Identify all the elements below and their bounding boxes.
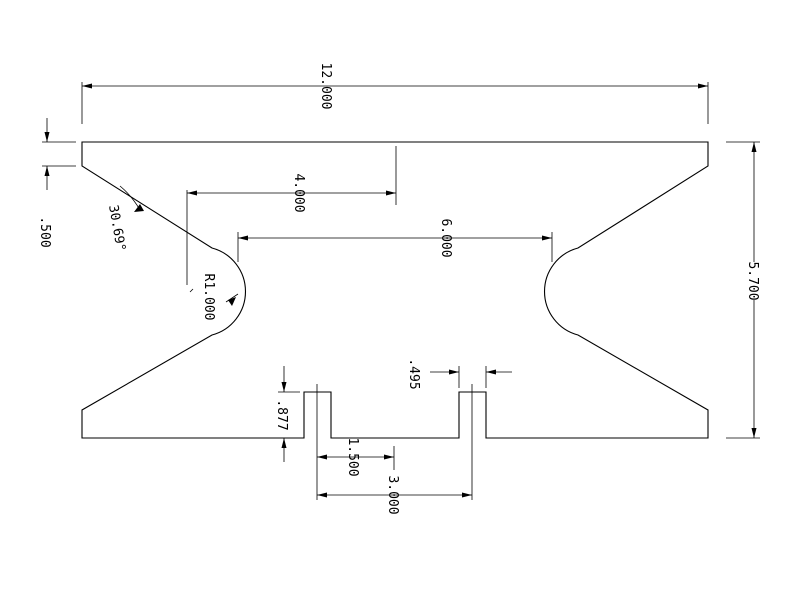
dimension-text-slot-width: .495 [406,358,421,389]
dimension-notch-offset: 4.000 [186,146,397,285]
dimension-top-flat: 6.000 [237,218,553,262]
dimension-text-angle: 30.69° [105,204,128,253]
dimension-slot-span: 3.000 [317,384,473,515]
dimension-text-notch-offset: 4.000 [291,173,306,212]
dimension-text-slot-pitch: 1.500 [345,437,360,476]
dimension-text-top-thickness: .500 [37,216,52,247]
dimension-slot-width: .495 [406,358,512,390]
dimension-text-slot-height: .877 [274,399,289,430]
dimension-top-thickness: .500 [37,118,76,248]
dimension-slot-pitch: 1.500 [316,384,395,500]
dimension-text-top-flat: 6.000 [438,218,453,257]
dimension-text-overall-height: 5.700 [745,261,760,300]
part-outline [81,141,709,439]
dimension-fillet-radius: R1.000 [189,274,239,321]
dimension-text-overall-width: 12.000 [318,63,333,110]
dimension-overall-height: 5.700 [726,141,760,439]
dimension-text-fillet-radius: R1.000 [201,274,216,321]
dimension-text-slot-span: 3.000 [385,475,400,514]
dimension-angle: 30.69° [105,185,144,253]
dimension-overall-width: 12.000 [81,63,709,124]
dimension-slot-height: .877 [274,366,300,462]
